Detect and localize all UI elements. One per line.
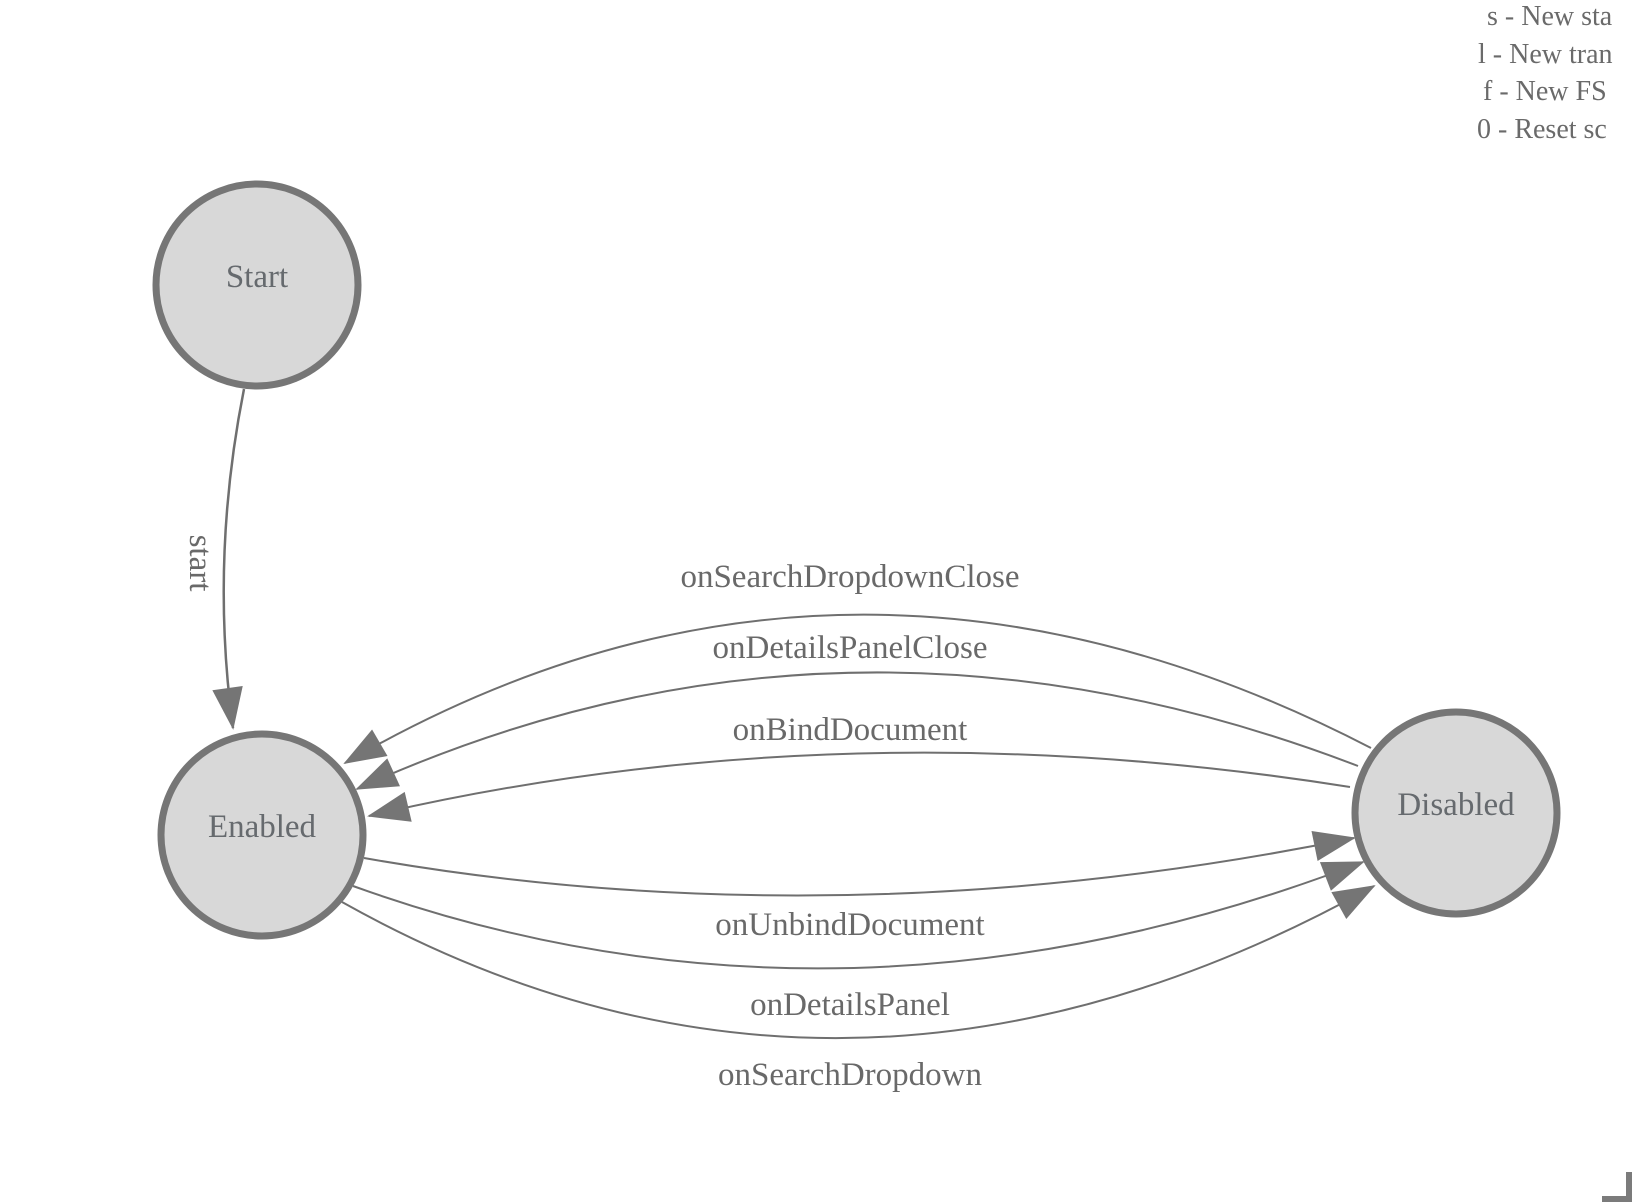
legend-line-reset: 0 - Reset sc [1477, 114, 1607, 145]
transition-edge-onbinddocument[interactable] [367, 751, 1351, 822]
transition-edge-ondetailspanelclose[interactable] [355, 671, 1359, 790]
transition-labels: start onSearchDropdownClose onDetailsPan… [182, 535, 1020, 1093]
transition-edge-ondetailspanel[interactable] [352, 861, 1365, 970]
transition-label-onsearchdropdown[interactable]: onSearchDropdown [718, 1057, 982, 1093]
transition-label-onbinddocument[interactable]: onBindDocument [733, 712, 968, 748]
state-node-disabled[interactable]: Disabled [1351, 708, 1561, 918]
transition-label-start[interactable]: start [182, 535, 218, 592]
state-circle-disabled[interactable] [1351, 708, 1561, 918]
legend-line-new-fsm: f - New FS [1483, 76, 1607, 107]
state-circle-enabled[interactable] [157, 730, 367, 940]
transition-edge-onsearchdropdown[interactable] [341, 885, 1376, 1039]
corner-horizontal-bar [1602, 1196, 1632, 1202]
transition-label-onsearchdropdownclose[interactable]: onSearchDropdownClose [680, 559, 1019, 595]
corner-vertical-bar [1626, 1172, 1632, 1202]
transition-label-onunbinddocument[interactable]: onUnbindDocument [715, 907, 984, 943]
transition-edge-onsearchdropdownclose[interactable] [343, 613, 1372, 764]
legend-line-new-state: s - New sta [1487, 1, 1613, 32]
transition-label-ondetailspanel[interactable]: onDetailsPanel [750, 987, 950, 1023]
transition-label-ondetailspanelclose[interactable]: onDetailsPanelClose [713, 630, 988, 666]
transition-edge-start[interactable] [212, 388, 246, 730]
state-label-disabled: Disabled [1397, 787, 1515, 823]
state-node-enabled[interactable]: Enabled [157, 730, 367, 940]
transition-edge-onunbinddocument[interactable] [363, 830, 1356, 897]
state-circle-start[interactable] [152, 180, 362, 390]
state-label-start: Start [226, 259, 288, 295]
state-node-start[interactable]: Start [152, 180, 362, 390]
state-label-enabled: Enabled [208, 809, 317, 845]
legend-line-new-transition: l - New tran [1478, 39, 1613, 70]
transition-edges [212, 388, 1376, 1039]
